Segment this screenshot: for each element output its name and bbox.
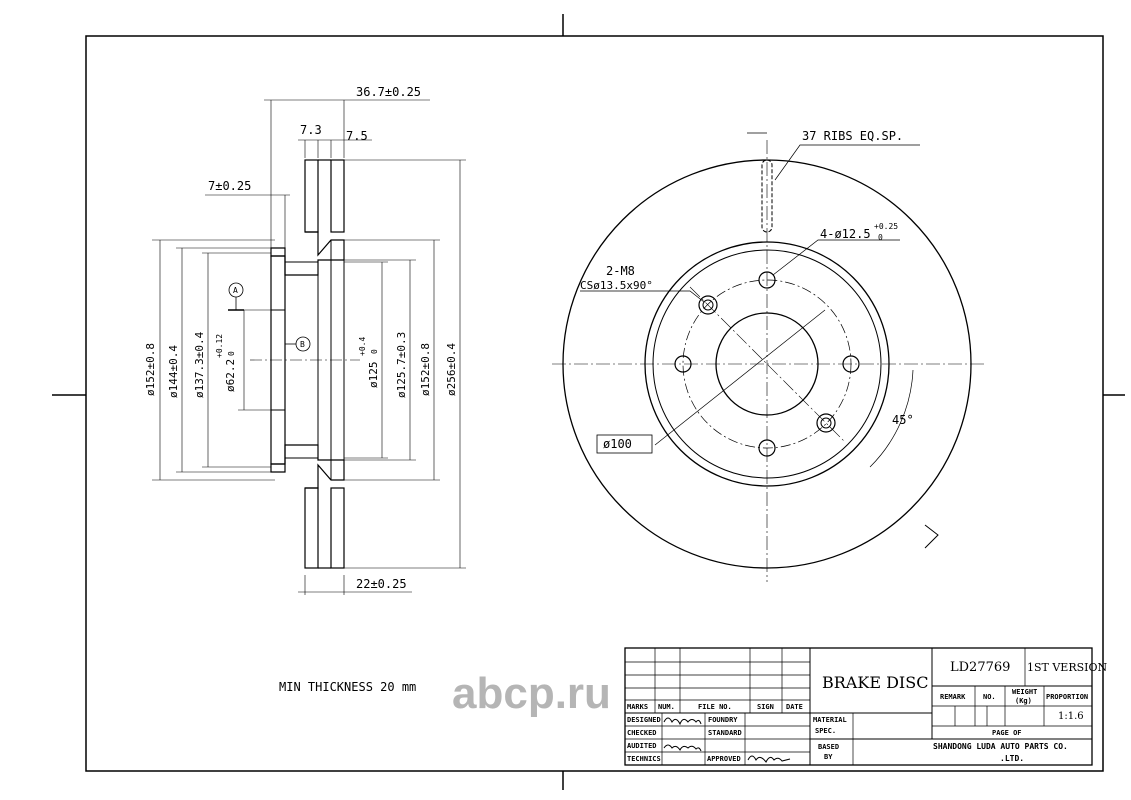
center-dia-label: ø100 bbox=[603, 437, 632, 451]
version-label: 1ST VERSION bbox=[1027, 661, 1108, 674]
threads-note: 2-M8 bbox=[606, 264, 635, 278]
center-dia-box bbox=[596, 434, 653, 454]
angle-label: 45° bbox=[892, 413, 914, 427]
remark-label: REMARK bbox=[940, 693, 966, 701]
hat-wall-dim: 7±0.25 bbox=[208, 179, 251, 193]
material-label: MATERIAL bbox=[813, 716, 847, 724]
overall-width-dim: 36.7±0.25 bbox=[356, 85, 421, 99]
d125-dim: ø125 bbox=[367, 362, 380, 389]
approver-signature bbox=[747, 755, 791, 763]
section-view bbox=[250, 159, 360, 569]
num-label: NUM. bbox=[658, 703, 675, 711]
standard-label: STANDARD bbox=[708, 729, 742, 737]
d152-left-dim: ø152±0.8 bbox=[144, 343, 157, 396]
d125-tol0: 0 bbox=[370, 349, 379, 354]
no-label: NO. bbox=[983, 693, 996, 701]
d62-dim: ø62.2 bbox=[224, 359, 237, 392]
d152-right-dim: ø152±0.8 bbox=[419, 343, 432, 396]
company-suffix: .LTD. bbox=[1000, 754, 1024, 763]
page-of-label: PAGE OF bbox=[992, 729, 1022, 737]
part-name: BRAKE DISC bbox=[822, 673, 928, 692]
proportion-label: PROPORTION bbox=[1046, 693, 1088, 701]
rib-width2-dim: 7.5 bbox=[346, 129, 368, 143]
cs-note: CSø13.5x90° bbox=[580, 279, 653, 292]
marks-label: MARKS bbox=[627, 703, 648, 711]
audited-label: AUDITED bbox=[627, 742, 657, 750]
title-block-grid bbox=[624, 647, 1093, 766]
weight-label: WEIGHT bbox=[1012, 688, 1037, 696]
file-no-label: FILE NO. bbox=[698, 703, 732, 711]
datum-a-label: A bbox=[233, 286, 238, 295]
d256-dim: ø256±0.4 bbox=[445, 343, 458, 396]
min-thickness-note: MIN THICKNESS 20 mm bbox=[279, 680, 416, 694]
holes-tol0: 0 bbox=[878, 233, 883, 242]
designed-label: DESIGNED bbox=[627, 716, 661, 724]
foundry-label: FOUNDRY bbox=[708, 716, 738, 724]
date-label: DATE bbox=[786, 703, 803, 711]
datum-b-label: B bbox=[300, 340, 305, 349]
technics-label: TECHNICS bbox=[627, 755, 661, 763]
approved-label: APPROVED bbox=[707, 755, 741, 763]
d1257-dim: ø125.7±0.3 bbox=[395, 332, 408, 398]
spec-label: SPEC. bbox=[815, 727, 836, 735]
by-label: BY bbox=[824, 753, 833, 761]
d144-dim: ø144±0.4 bbox=[167, 345, 180, 398]
d62-tol: +0.12 bbox=[215, 334, 224, 358]
holes-tol: +0.25 bbox=[874, 222, 898, 231]
watermark: abcp.ru bbox=[452, 669, 611, 718]
weight-unit-label: (Kg) bbox=[1015, 697, 1032, 705]
rib-width-dim: 7.3 bbox=[300, 123, 322, 137]
d125-tol: +0.4 bbox=[358, 337, 367, 356]
part-number: LD27769 bbox=[950, 660, 1010, 675]
thickness-dim: 22±0.25 bbox=[356, 577, 407, 591]
scale-value: 1:1.6 bbox=[1058, 711, 1084, 722]
checked-label: CHECKED bbox=[627, 729, 657, 737]
sign-label: SIGN bbox=[757, 703, 774, 711]
designer-signature bbox=[663, 717, 702, 726]
sheet-border bbox=[85, 35, 1104, 772]
company-name: SHANDONG LUDA AUTO PARTS CO. bbox=[933, 742, 1068, 751]
auditor-signature bbox=[663, 744, 702, 752]
section-dimensions bbox=[152, 99, 466, 595]
ribs-note: 37 RIBS EQ.SP. bbox=[802, 129, 903, 143]
holes-note: 4-ø12.5 bbox=[820, 227, 871, 241]
based-label: BASED bbox=[818, 743, 839, 751]
d62-tol0: 0 bbox=[227, 351, 236, 356]
d137-dim: ø137.3±0.4 bbox=[193, 331, 206, 398]
front-view bbox=[552, 132, 985, 582]
